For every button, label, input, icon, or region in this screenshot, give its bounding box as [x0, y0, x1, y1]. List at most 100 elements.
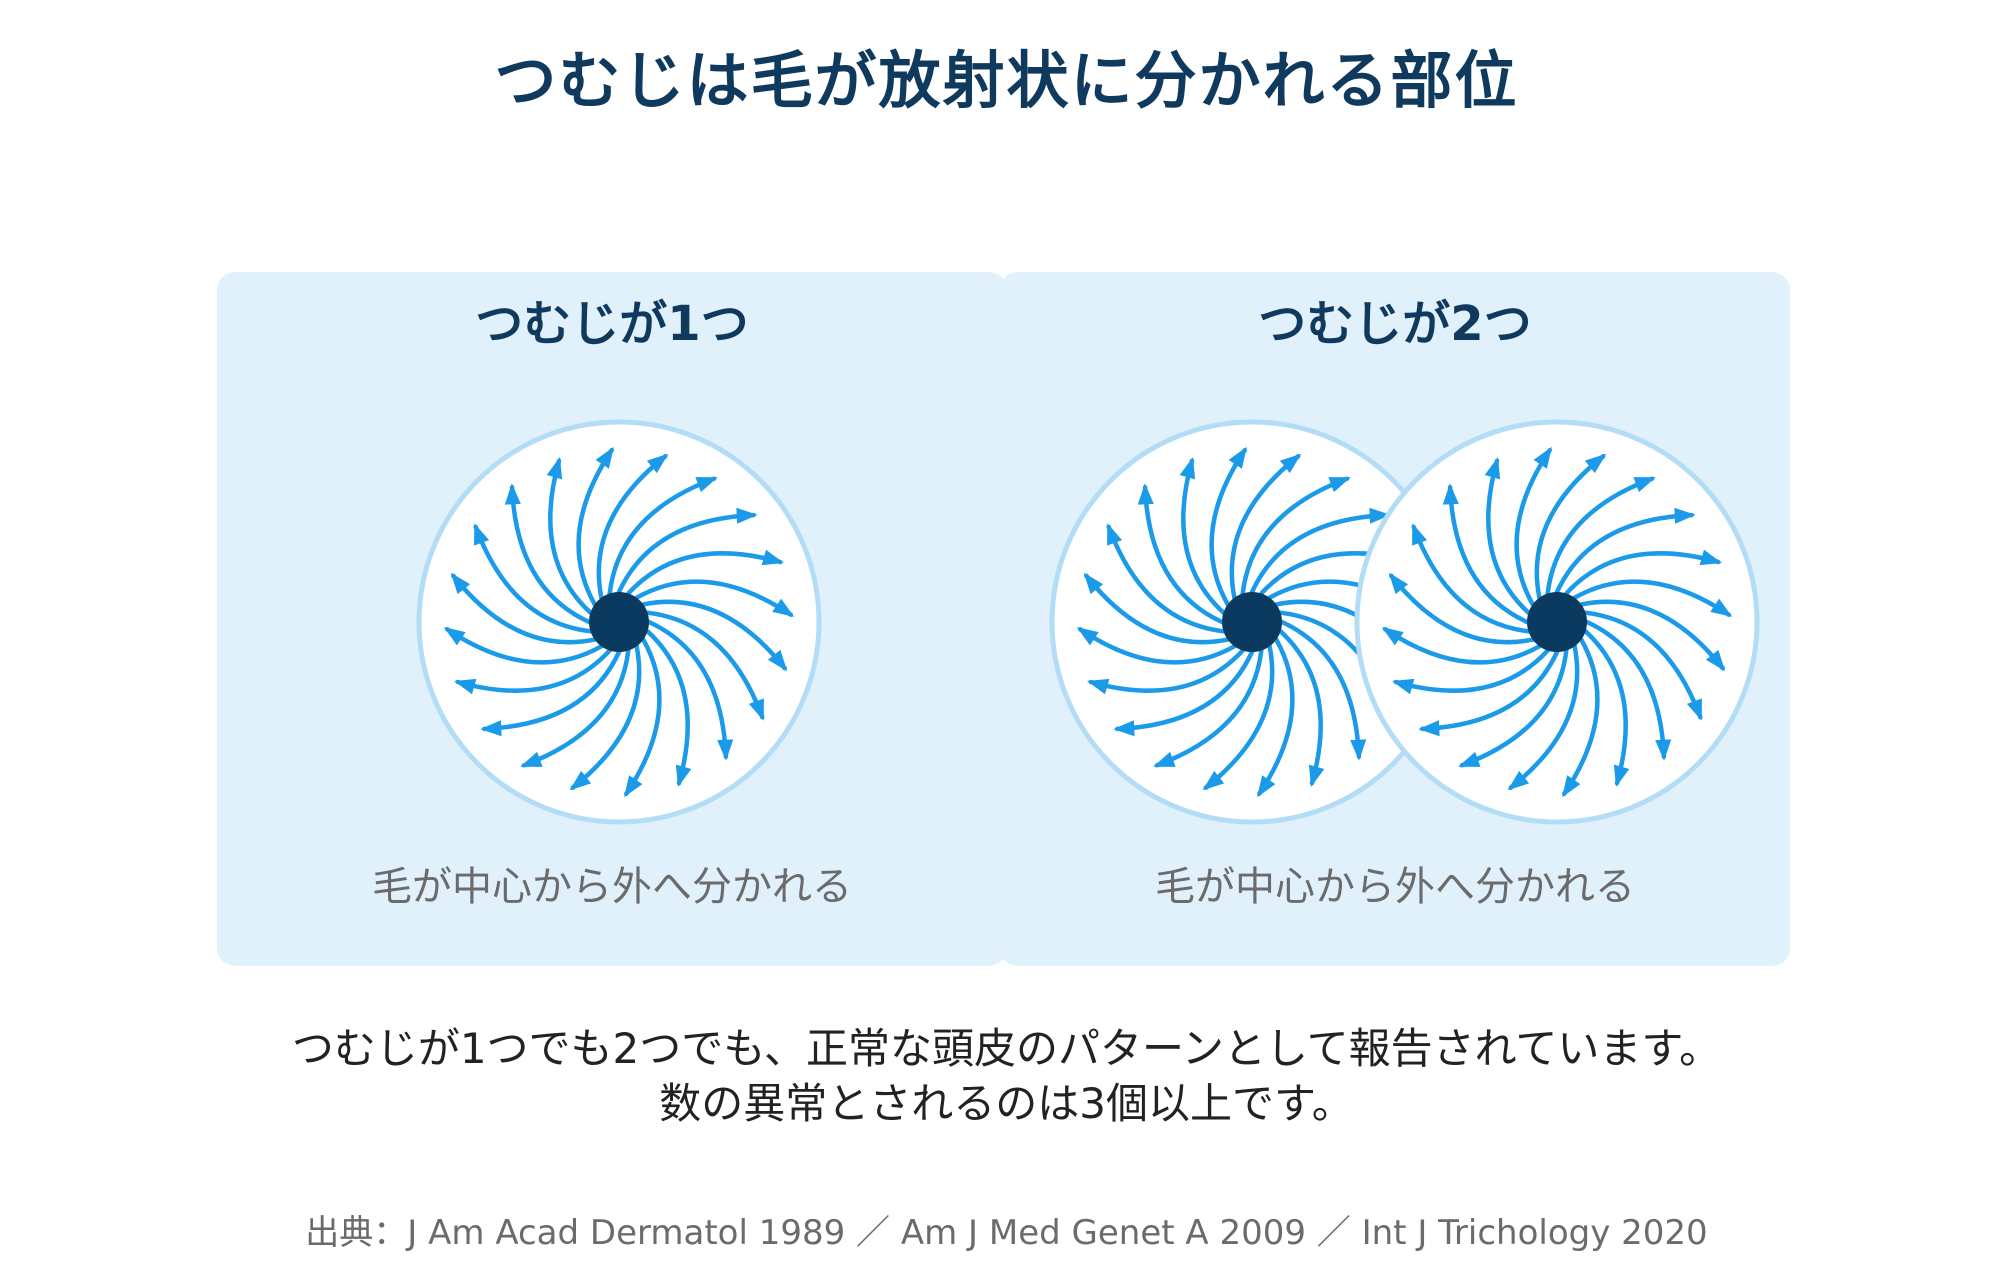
- panel-title: つむじが2つ: [1258, 296, 1532, 352]
- panel-double-whorl: つむじが2つ 毛が中心から外へ分かれる: [1000, 272, 1790, 966]
- arrowhead-icon: [1633, 477, 1656, 493]
- arrowhead-icon: [1153, 751, 1176, 767]
- hair-arrow-line: [626, 551, 783, 596]
- hair-arrow-line: [1249, 512, 1389, 595]
- hair-arrow-line: [1554, 512, 1694, 595]
- source-citation: 出典：J Am Acad Dermatol 1989 ／ Am J Med Ge…: [305, 1213, 1708, 1253]
- arrowhead-icon: [520, 751, 543, 767]
- hair-arrow-line: [576, 447, 614, 607]
- arrowhead-icon: [1533, 446, 1552, 469]
- arrowhead-icon: [646, 453, 669, 474]
- hair-arrow-line: [1229, 454, 1301, 600]
- arrowhead-icon: [748, 698, 764, 721]
- hair-arrow-line: [1583, 629, 1628, 786]
- arrowhead-icon: [1705, 649, 1726, 672]
- hair-arrow-line: [1572, 579, 1732, 617]
- hair-arrow-line: [444, 627, 604, 665]
- arrowhead-icon: [1442, 483, 1459, 505]
- hair-arrow-line: [1447, 485, 1530, 625]
- hair-arrow-line: [645, 610, 765, 720]
- arrowhead-icon: [1381, 627, 1404, 646]
- arrowhead-icon: [1418, 720, 1440, 737]
- hair-arrow-line: [1088, 648, 1245, 693]
- arrowhead-icon: [1710, 598, 1733, 617]
- arrowhead-icon: [1308, 764, 1325, 787]
- arrowhead-icon: [772, 598, 795, 617]
- arrowhead-icon: [1137, 483, 1154, 505]
- whorl-center-dot: [589, 592, 649, 652]
- arrowhead-icon: [624, 775, 643, 798]
- hair-arrow-line: [1257, 637, 1295, 797]
- arrowhead-icon: [717, 739, 734, 761]
- arrowhead-icon: [1686, 698, 1702, 721]
- hair-arrow-line: [624, 637, 662, 797]
- arrowhead-icon: [546, 457, 563, 480]
- arrowhead-icon: [1484, 457, 1501, 480]
- arrowhead-icon: [761, 549, 784, 566]
- hair-arrow-line: [1203, 644, 1275, 790]
- arrowhead-icon: [1076, 627, 1099, 646]
- hair-arrow-line: [1382, 627, 1542, 665]
- arrowhead-icon: [736, 507, 758, 524]
- hair-arrow-line: [1240, 476, 1350, 596]
- arrowhead-icon: [1202, 770, 1225, 791]
- arrowhead-icon: [1328, 477, 1351, 493]
- hair-arrow-line: [548, 458, 593, 615]
- double-whorl-diagram: [1049, 419, 1760, 825]
- arrowhead-icon: [569, 770, 592, 791]
- arrowhead-icon: [1613, 764, 1630, 787]
- hair-arrow-line: [1393, 648, 1550, 693]
- hair-arrow-line: [1579, 599, 1725, 671]
- panel-title: つむじが1つ: [475, 296, 749, 352]
- hair-arrow-line: [1278, 629, 1323, 786]
- hair-arrow-line: [1209, 447, 1247, 607]
- arrowhead-icon: [1584, 453, 1607, 474]
- panel-single-whorl: つむじが1つ 毛が中心から外へ分かれる: [217, 272, 1007, 966]
- arrowhead-icon: [454, 678, 477, 695]
- hair-arrow-line: [570, 644, 642, 790]
- arrowhead-icon: [1674, 507, 1696, 524]
- hair-arrow-line: [634, 579, 794, 617]
- hair-arrow-line: [1181, 458, 1226, 615]
- arrowhead-icon: [1228, 446, 1247, 469]
- arrowhead-icon: [1087, 678, 1110, 695]
- arrowhead-icon: [1458, 751, 1481, 767]
- arrowhead-icon: [1412, 523, 1428, 546]
- hair-arrow-line: [596, 454, 668, 600]
- hair-arrow-line: [482, 649, 622, 732]
- arrowhead-icon: [1655, 739, 1672, 761]
- hair-arrow-line: [1154, 648, 1264, 768]
- arrowhead-icon: [504, 483, 521, 505]
- hair-arrow-line: [473, 524, 593, 634]
- arrowhead-icon: [695, 477, 718, 493]
- arrowhead-icon: [675, 764, 692, 787]
- arrowhead-icon: [1699, 549, 1722, 566]
- hair-arrow-line: [1115, 649, 1255, 732]
- hair-arrow-line: [616, 512, 756, 595]
- hair-arrow-line: [1486, 458, 1531, 615]
- hair-arrow-line: [1142, 485, 1225, 625]
- arrowhead-icon: [1257, 775, 1276, 798]
- arrowhead-icon: [1113, 720, 1135, 737]
- hair-arrow-line: [1411, 524, 1531, 634]
- arrowhead-icon: [1562, 775, 1581, 798]
- hair-arrow-line: [641, 599, 787, 671]
- arrowhead-icon: [474, 523, 490, 546]
- hair-arrow-line: [1562, 637, 1600, 797]
- hair-arrow-line: [1584, 619, 1667, 759]
- arrowhead-icon: [1507, 770, 1530, 791]
- hair-arrow-line: [645, 629, 690, 786]
- page-title: つむじは毛が放射状に分かれる部位: [494, 44, 1519, 117]
- hair-arrow-line: [646, 619, 729, 759]
- note-line-2: 数の異常とされるのは3個以上です。: [659, 1079, 1354, 1128]
- hair-arrow-line: [1420, 649, 1560, 732]
- hair-arrow-line: [1279, 619, 1362, 759]
- hair-arrow-line: [1508, 644, 1580, 790]
- arrowhead-icon: [480, 720, 502, 737]
- arrowhead-icon: [1392, 678, 1415, 695]
- arrowhead-icon: [450, 572, 471, 595]
- panel-caption: 毛が中心から外へ分かれる: [372, 864, 852, 910]
- hair-arrow-line: [1459, 648, 1569, 768]
- hair-arrow-line: [1084, 573, 1230, 645]
- whorl-center-dot: [1527, 592, 1587, 652]
